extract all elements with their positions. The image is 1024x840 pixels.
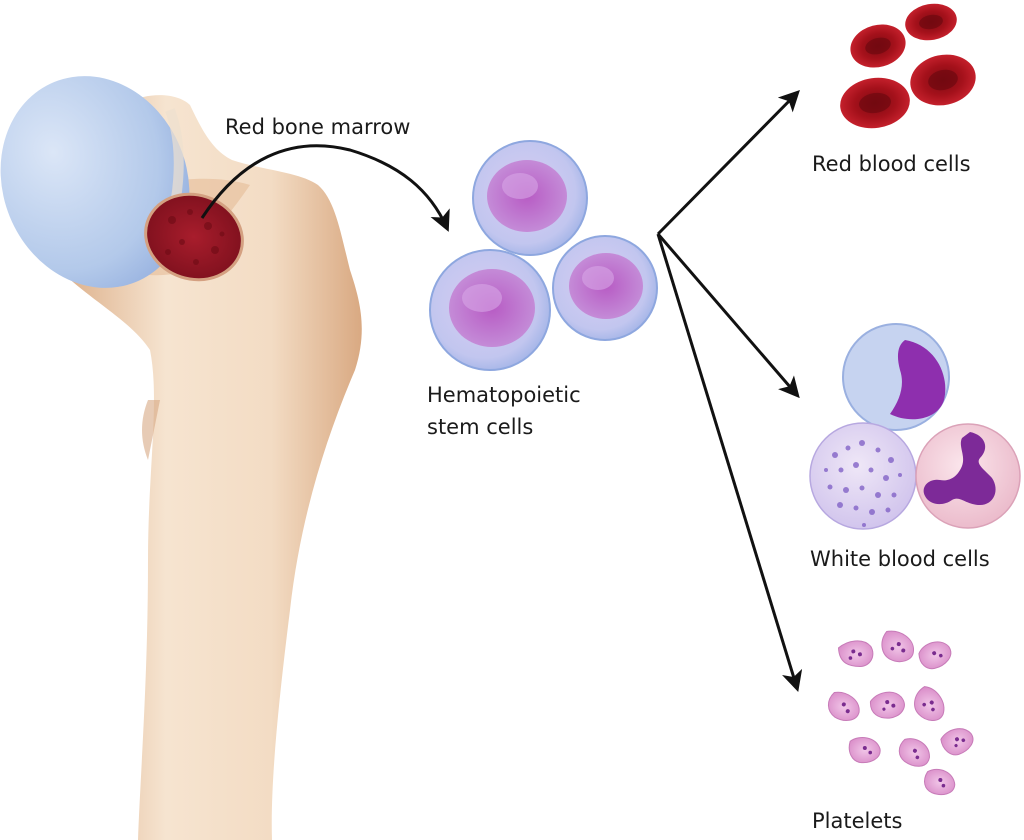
- femur-trochanter: [142, 400, 160, 460]
- red-blood-cells: [840, 3, 976, 129]
- platelet: [837, 640, 874, 667]
- platelets-label: Platelets: [812, 809, 903, 833]
- red-bone-marrow: [144, 192, 244, 282]
- arrow-marrow-to-stem: [200, 144, 450, 232]
- femur-bone: [0, 76, 362, 840]
- stem-cells-label-line1: Hematopoietic: [427, 383, 581, 407]
- white-blood-cells-label: White blood cells: [810, 547, 990, 571]
- red-blood-cell: [840, 77, 910, 129]
- red-blood-cell: [850, 24, 906, 68]
- marrow-texture: [165, 209, 225, 265]
- platelet: [914, 686, 945, 721]
- cartilage-cap: [0, 76, 190, 288]
- eosinophil-granulocyte: [809, 422, 917, 530]
- stem-cell: [552, 235, 658, 341]
- platelet: [940, 728, 974, 756]
- arrow-to-white-blood-cells: [656, 233, 800, 399]
- platelet: [898, 738, 930, 767]
- red-bone-marrow-label: Red bone marrow: [225, 115, 411, 139]
- stem-cell: [472, 140, 588, 256]
- stem-cells-label: Hematopoietic stem cells: [427, 379, 581, 443]
- neutrophil: [915, 423, 1021, 529]
- platelet: [918, 641, 952, 670]
- platelet: [827, 691, 860, 721]
- platelet: [881, 630, 914, 663]
- arrows: [200, 90, 803, 693]
- lymphocyte: [842, 323, 950, 431]
- red-blood-cells-label: Red blood cells: [812, 152, 971, 176]
- platelet: [924, 768, 956, 795]
- platelet: [848, 737, 881, 764]
- red-blood-cell: [905, 3, 957, 41]
- white-blood-cells: [809, 323, 1021, 530]
- stem-cell: [429, 249, 551, 371]
- arrow-to-platelets: [656, 233, 803, 693]
- platelet: [869, 691, 905, 719]
- stem-cells-label-line2: stem cells: [427, 415, 534, 439]
- platelets: [827, 630, 974, 795]
- arrow-to-red-blood-cells: [656, 90, 800, 236]
- red-blood-cell: [910, 54, 976, 106]
- hematopoietic-stem-cells: [429, 140, 658, 371]
